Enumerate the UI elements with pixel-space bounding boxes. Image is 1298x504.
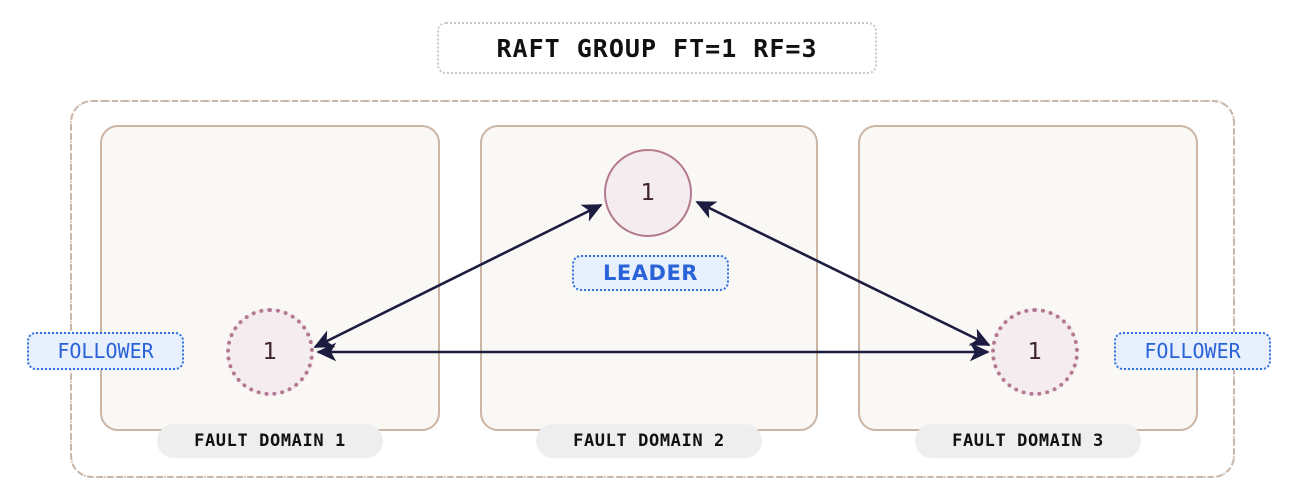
page-title: RAFT GROUP FT=1 RF=3 <box>496 33 818 63</box>
diagram-title-box: RAFT GROUP FT=1 RF=3 <box>437 22 877 74</box>
role-badge-follower-1: FOLLOWER <box>27 332 184 370</box>
fault-domain-3-label: FAULT DOMAIN 3 <box>915 424 1141 458</box>
node-leader[interactable]: 1 <box>604 149 692 237</box>
fault-domain-2-label-text: FAULT DOMAIN 2 <box>573 431 725 451</box>
fault-domain-2-label: FAULT DOMAIN 2 <box>536 424 762 458</box>
node-leader-value: 1 <box>640 180 656 206</box>
role-badge-leader: LEADER <box>572 255 729 291</box>
node-follower-2-value: 1 <box>1027 339 1043 365</box>
node-follower-1-value: 1 <box>262 339 278 365</box>
role-badge-leader-label: LEADER <box>603 261 698 285</box>
node-follower-2[interactable]: 1 <box>991 308 1079 396</box>
node-follower-1[interactable]: 1 <box>226 308 314 396</box>
fault-domain-3-label-text: FAULT DOMAIN 3 <box>952 431 1104 451</box>
fault-domain-1-label-text: FAULT DOMAIN 1 <box>194 431 346 451</box>
role-badge-follower-2: FOLLOWER <box>1114 332 1271 370</box>
raft-group-boundary <box>70 100 1235 478</box>
role-badge-follower-2-label: FOLLOWER <box>1144 339 1241 363</box>
role-badge-follower-1-label: FOLLOWER <box>57 339 154 363</box>
fault-domain-1-label: FAULT DOMAIN 1 <box>157 424 383 458</box>
